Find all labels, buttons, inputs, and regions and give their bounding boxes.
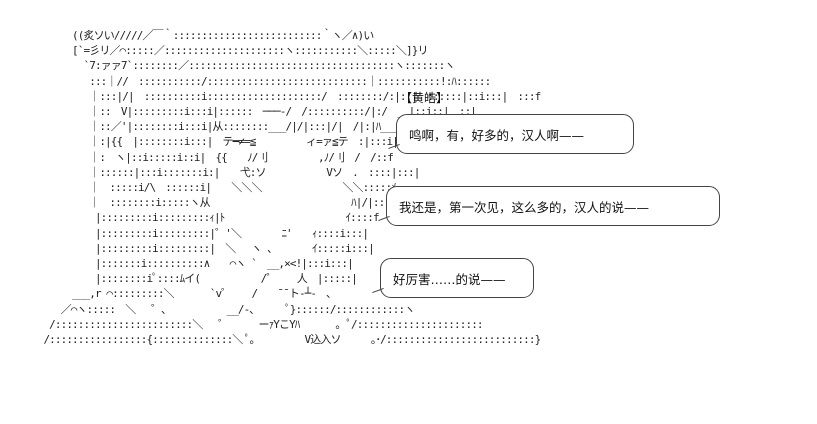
speaker-label: 【黄皓】 bbox=[400, 91, 449, 105]
speech-bubble-2: 我还是，第一次见，这么多的，汉人的说—— bbox=[386, 186, 720, 226]
ascii-art-figure: ((炙ソい/////／￣｀::::::::::::::::::::::::::｀… bbox=[43, 29, 541, 347]
speech-bubble-3-text: 好厉害……的说—— bbox=[393, 271, 506, 287]
speech-bubble-1-text: 鸣啊，有，好多的，汉人啊—— bbox=[409, 127, 585, 143]
speech-bubble-3: 好厉害……的说—— bbox=[380, 258, 534, 298]
speech-bubble-1: 鸣啊，有，好多的，汉人啊—— bbox=[396, 114, 634, 154]
speech-bubble-2-text: 我还是，第一次见，这么多的，汉人的说—— bbox=[399, 199, 650, 215]
